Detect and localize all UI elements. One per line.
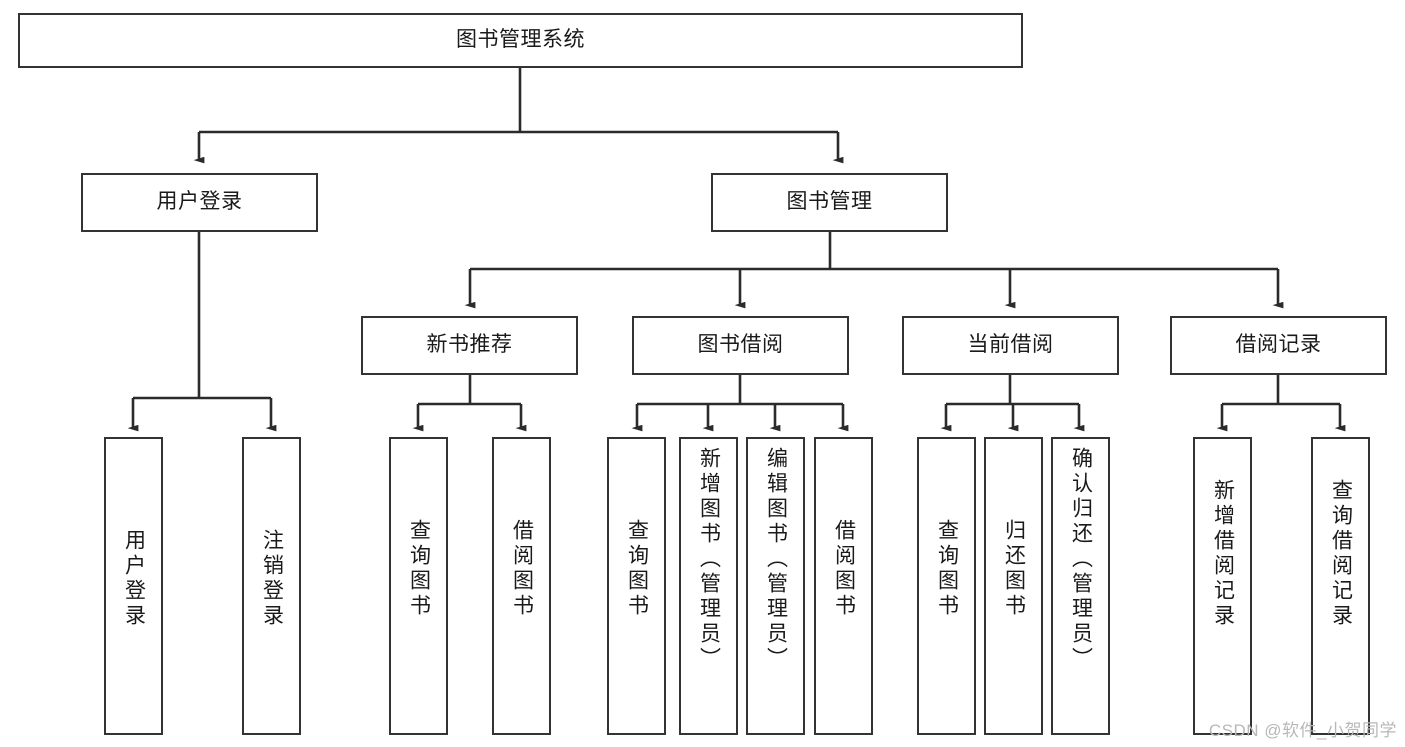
node-label: 查询借阅记录 — [1329, 479, 1353, 629]
node-label: 用户登录 — [156, 190, 243, 214]
node-label: 查询图书 — [935, 519, 959, 619]
leaf-query-book-3[interactable]: 查询图书 — [917, 437, 976, 735]
node-label: 新增图书（管理员） — [697, 447, 721, 672]
leaf-add-record[interactable]: 新增借阅记录 — [1193, 437, 1252, 735]
csdn-watermark: CSDN @软件_小贺同学 — [1208, 721, 1397, 740]
leaf-borrow-book-1[interactable]: 借阅图书 — [492, 437, 551, 735]
node-label: 用户登录 — [122, 529, 146, 629]
node-book-management[interactable]: 图书管理 — [711, 173, 948, 232]
node-borrow-record[interactable]: 借阅记录 — [1170, 316, 1387, 375]
node-book-borrow[interactable]: 图书借阅 — [632, 316, 849, 375]
node-label: 注销登录 — [260, 529, 284, 629]
node-label: 新增借阅记录 — [1211, 479, 1235, 629]
node-label: 新书推荐 — [426, 333, 513, 357]
node-label: 查询图书 — [407, 519, 431, 619]
node-label: 借阅图书 — [832, 519, 856, 619]
leaf-confirm-return[interactable]: 确认归还（管理员） — [1051, 437, 1110, 735]
leaf-add-book[interactable]: 新增图书（管理员） — [679, 437, 738, 735]
node-label: 图书借阅 — [697, 333, 784, 357]
node-label: 当前借阅 — [967, 333, 1054, 357]
leaf-query-book-1[interactable]: 查询图书 — [389, 437, 448, 735]
node-label: 查询图书 — [625, 519, 649, 619]
node-user-login[interactable]: 用户登录 — [81, 173, 318, 232]
node-current-borrow[interactable]: 当前借阅 — [902, 316, 1119, 375]
leaf-edit-book[interactable]: 编辑图书（管理员） — [746, 437, 805, 735]
node-label: 确认归还（管理员） — [1069, 447, 1093, 672]
node-label: 借阅记录 — [1235, 333, 1322, 357]
node-label: 归还图书 — [1002, 519, 1026, 619]
node-root-system[interactable]: 图书管理系统 — [18, 13, 1023, 68]
node-label: 编辑图书（管理员） — [764, 447, 788, 672]
leaf-borrow-book-2[interactable]: 借阅图书 — [814, 437, 873, 735]
node-label: 图书管理系统 — [456, 28, 585, 52]
leaf-user-login[interactable]: 用户登录 — [104, 437, 163, 735]
leaf-query-record[interactable]: 查询借阅记录 — [1311, 437, 1370, 735]
node-label: 图书管理 — [786, 190, 873, 214]
node-label: 借阅图书 — [510, 519, 534, 619]
leaf-logout-login[interactable]: 注销登录 — [242, 437, 301, 735]
leaf-return-book[interactable]: 归还图书 — [984, 437, 1043, 735]
node-new-book-recommend[interactable]: 新书推荐 — [361, 316, 578, 375]
leaf-query-book-2[interactable]: 查询图书 — [607, 437, 666, 735]
